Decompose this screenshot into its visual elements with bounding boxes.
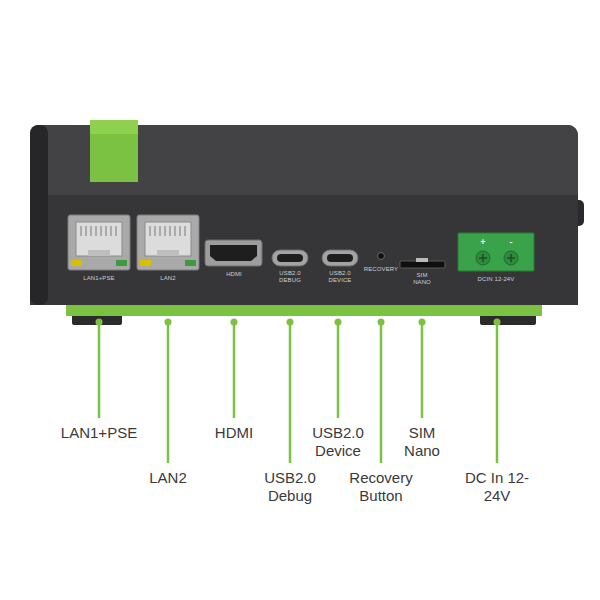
leader-line bbox=[289, 322, 292, 463]
callout-label: USB2.0 Device bbox=[308, 424, 368, 460]
rj45-opening bbox=[145, 222, 191, 256]
callout-label: DC In 12-24V bbox=[462, 469, 532, 505]
led bbox=[185, 260, 196, 266]
usb-c-housing bbox=[272, 250, 308, 266]
rj45-pins bbox=[150, 226, 185, 236]
leader-dot bbox=[96, 319, 103, 326]
callout-label: Recovery Button bbox=[341, 469, 421, 505]
leader-line bbox=[496, 322, 499, 463]
port-marking: USB2.0 DEBUG bbox=[276, 270, 304, 284]
rj45-port bbox=[137, 215, 199, 270]
dc-terminal-block bbox=[458, 233, 534, 271]
usb-c-opening bbox=[327, 254, 353, 262]
leader-line bbox=[380, 322, 383, 463]
led bbox=[71, 260, 82, 266]
leader-dot bbox=[494, 319, 501, 326]
usb-c-housing bbox=[322, 250, 358, 266]
leader-dot bbox=[335, 319, 342, 326]
callout-label: LAN2 bbox=[138, 469, 198, 487]
sim-tray-tab bbox=[416, 258, 428, 262]
callout-label: SIM Nano bbox=[397, 424, 447, 460]
rj45-housing bbox=[137, 215, 199, 270]
leader-dot bbox=[287, 319, 294, 326]
green-tab-top bbox=[90, 120, 138, 134]
leader-dots bbox=[96, 319, 501, 326]
green-tab bbox=[90, 120, 138, 182]
leader-line bbox=[167, 322, 170, 463]
port-marking: USB2.0 DEVICE bbox=[325, 270, 355, 284]
leader-line bbox=[98, 322, 101, 418]
polarity-mark: + bbox=[477, 238, 489, 247]
hdmi-opening bbox=[210, 245, 257, 261]
rj45-port bbox=[68, 215, 130, 270]
port-marking: LAN2 bbox=[153, 275, 183, 282]
leader-line bbox=[337, 322, 340, 418]
port-marking: DCIN 12-24V bbox=[466, 276, 526, 283]
screw-slots bbox=[479, 254, 515, 262]
callout-label: HDMI bbox=[204, 424, 264, 442]
rj45-latch bbox=[157, 250, 179, 256]
leader-line bbox=[421, 322, 424, 418]
led bbox=[140, 260, 151, 266]
rj45-housing bbox=[68, 215, 130, 270]
leader-dot bbox=[231, 319, 238, 326]
port-marking: RECOVERY bbox=[362, 266, 400, 273]
port-marking: HDMI bbox=[219, 271, 249, 278]
callout-label: LAN1+PSE bbox=[53, 424, 145, 442]
recovery-hole bbox=[378, 253, 385, 260]
polarity-mark: - bbox=[505, 238, 517, 247]
rj45-pins bbox=[81, 226, 116, 236]
device-left-edge bbox=[30, 125, 48, 305]
rj45-opening bbox=[76, 222, 122, 256]
usb-c-opening bbox=[277, 254, 303, 262]
leader-lines bbox=[99, 322, 497, 463]
port-marking: SIM NANO bbox=[411, 272, 433, 286]
leader-dot bbox=[419, 319, 426, 326]
hdmi-housing bbox=[205, 240, 262, 266]
sim-slot bbox=[400, 261, 445, 268]
led bbox=[116, 260, 127, 266]
device-front-face bbox=[30, 195, 578, 305]
port-marking: LAN1+PSE bbox=[78, 275, 120, 282]
rj45-latch bbox=[88, 250, 110, 256]
callout-label: USB2.0 Debug bbox=[260, 469, 320, 505]
leader-dot bbox=[165, 319, 172, 326]
leader-dot bbox=[378, 319, 385, 326]
leader-line bbox=[233, 322, 236, 418]
